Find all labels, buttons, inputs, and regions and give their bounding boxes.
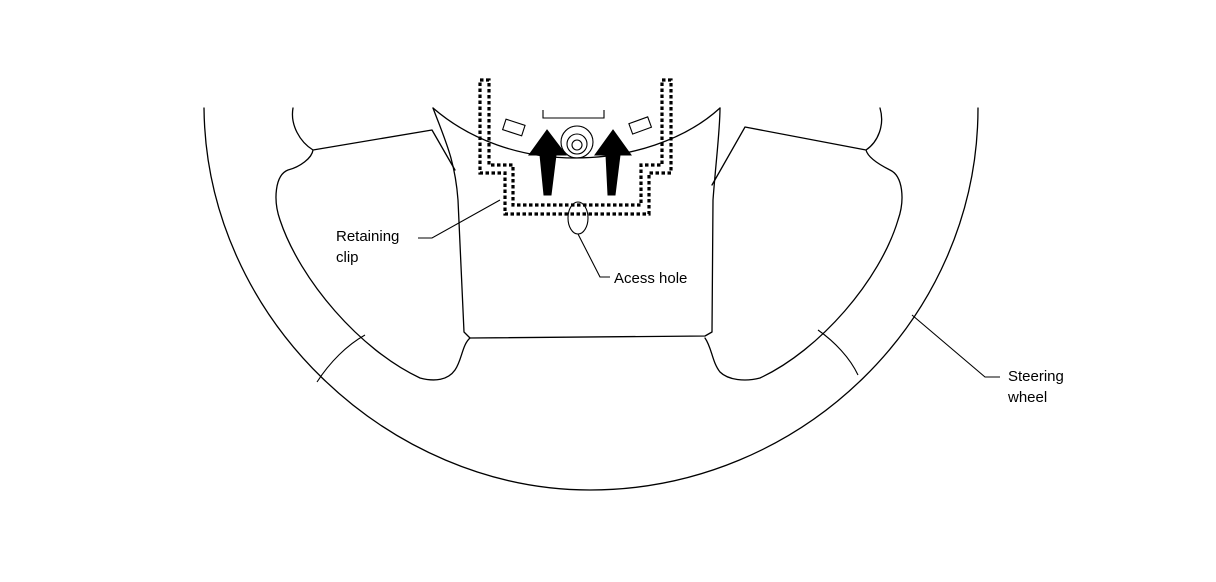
hub-body [432, 107, 721, 339]
right-rim-segment-line [817, 329, 859, 376]
steering-wheel-rim [203, 107, 979, 491]
access-hole-label: Acess hole [614, 270, 688, 287]
left-spoke-outline [275, 107, 471, 381]
center-bolt-outer [560, 125, 594, 159]
steering-wheel-leader [911, 314, 1000, 378]
left-slot [501, 118, 526, 137]
center-bracket [542, 110, 605, 119]
center-bolt-inner [571, 139, 583, 151]
retaining-clip [478, 78, 673, 216]
retaining-clip-label: Retaining clip [336, 228, 400, 266]
access-hole-leader [577, 233, 610, 278]
access-hole [567, 201, 589, 235]
right-spoke-outline [704, 107, 903, 381]
right-slot [628, 116, 653, 135]
right-arrow [594, 129, 632, 196]
left-rim-segment-line [316, 334, 366, 383]
left-arrow [528, 129, 568, 196]
steering-wheel-label: Steering wheel [1008, 368, 1064, 406]
center-bolt-mid [566, 133, 588, 155]
retaining-clip-leader [418, 199, 501, 239]
